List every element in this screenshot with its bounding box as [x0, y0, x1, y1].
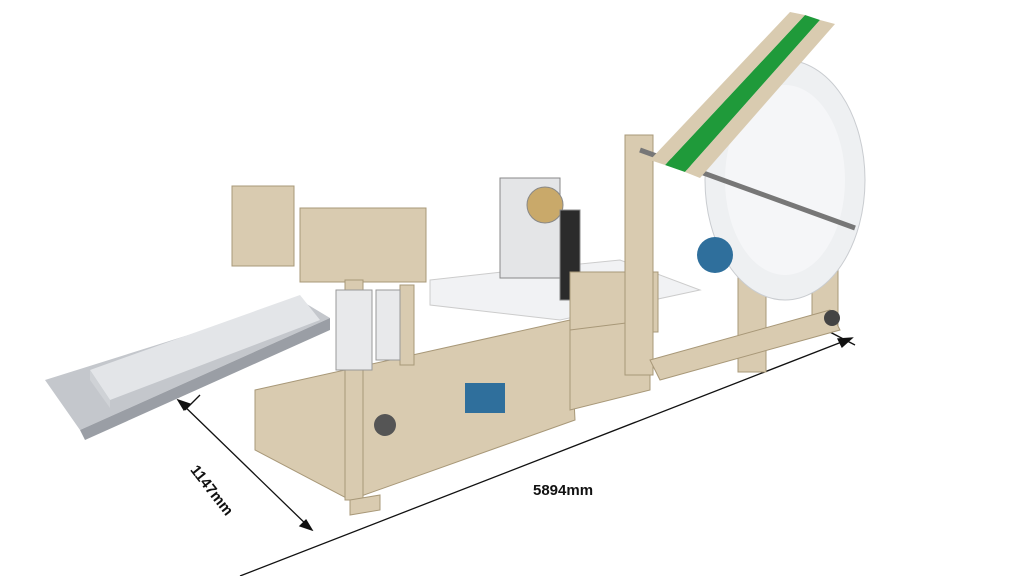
handwheel-right — [824, 310, 840, 326]
handwheel — [374, 414, 396, 436]
length-dimension-label: 5894mm — [533, 482, 594, 499]
folding-unit — [231, 185, 576, 516]
dimension-lines — [176, 329, 856, 576]
feed-belt — [665, 15, 820, 172]
motor — [465, 383, 505, 413]
spiral-stacker — [335, 289, 401, 371]
roll-motor — [697, 237, 733, 273]
output-conveyor — [45, 295, 330, 440]
embossing-unit — [499, 177, 581, 301]
